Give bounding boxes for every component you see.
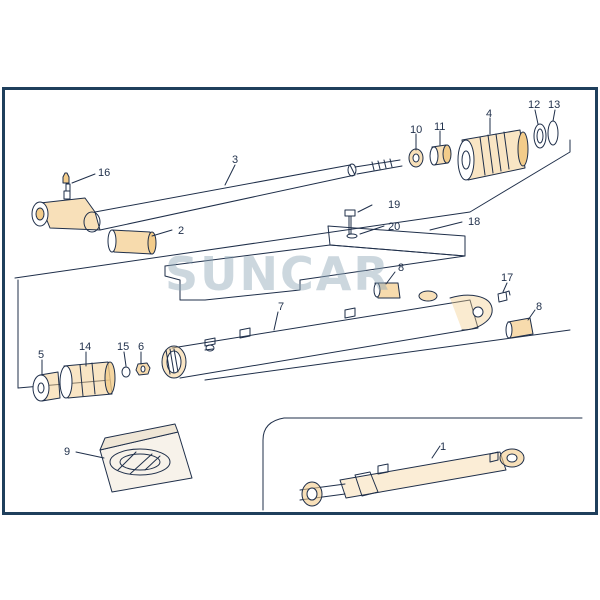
bracket (164, 225, 466, 301)
part-label-3: 3 (232, 154, 238, 166)
part-label-10: 10 (410, 124, 422, 136)
part-label-17: 17 (501, 272, 513, 284)
part-label-19: 19 (388, 199, 400, 211)
part-label-5: 5 (38, 349, 44, 361)
piston-rod (31, 158, 403, 233)
backup-ring (533, 123, 547, 149)
leader-lines (41, 109, 556, 459)
cylinder-tube (161, 290, 493, 379)
part-label-15: 15 (117, 341, 129, 353)
part-label-1: 1 (440, 441, 446, 453)
part-label-4: 4 (486, 108, 492, 120)
part-label-8-upper: 8 (398, 262, 404, 274)
bushing-right (505, 317, 534, 339)
cylinder-head (457, 129, 529, 181)
grease-nipple-small (497, 290, 511, 303)
part-label-20: 20 (388, 221, 400, 233)
seal-kit (99, 423, 193, 493)
bushing (107, 229, 157, 255)
part-label-14: 14 (79, 341, 91, 353)
part-label-13: 13 (548, 99, 560, 111)
seal-ring (408, 148, 424, 168)
piston-seal (59, 361, 116, 399)
watermark: SUNCAR (165, 247, 391, 301)
washer (346, 233, 358, 239)
wear-ring (429, 144, 452, 166)
part-label-9: 9 (64, 446, 70, 458)
part-label-6: 6 (138, 341, 144, 353)
cylinder-assembly-inset (262, 417, 583, 511)
part-label-11: 11 (434, 121, 445, 133)
bushing-upper (373, 282, 401, 299)
part-label-18: 18 (468, 216, 480, 228)
part-label-7: 7 (278, 301, 284, 313)
grease-nipple (62, 172, 70, 184)
part-label-8-right: 8 (536, 301, 542, 313)
piston (32, 371, 61, 402)
divider-line-upper (14, 139, 571, 279)
part-label-16: 16 (98, 167, 110, 179)
part-label-2: 2 (178, 225, 184, 237)
retaining-ring (121, 366, 131, 378)
lock-nut (135, 362, 151, 376)
part-labels: 1 2 3 4 5 6 7 8 8 9 10 11 12 13 14 15 16… (38, 99, 560, 458)
o-ring (547, 120, 559, 146)
part-label-12: 12 (528, 99, 540, 111)
